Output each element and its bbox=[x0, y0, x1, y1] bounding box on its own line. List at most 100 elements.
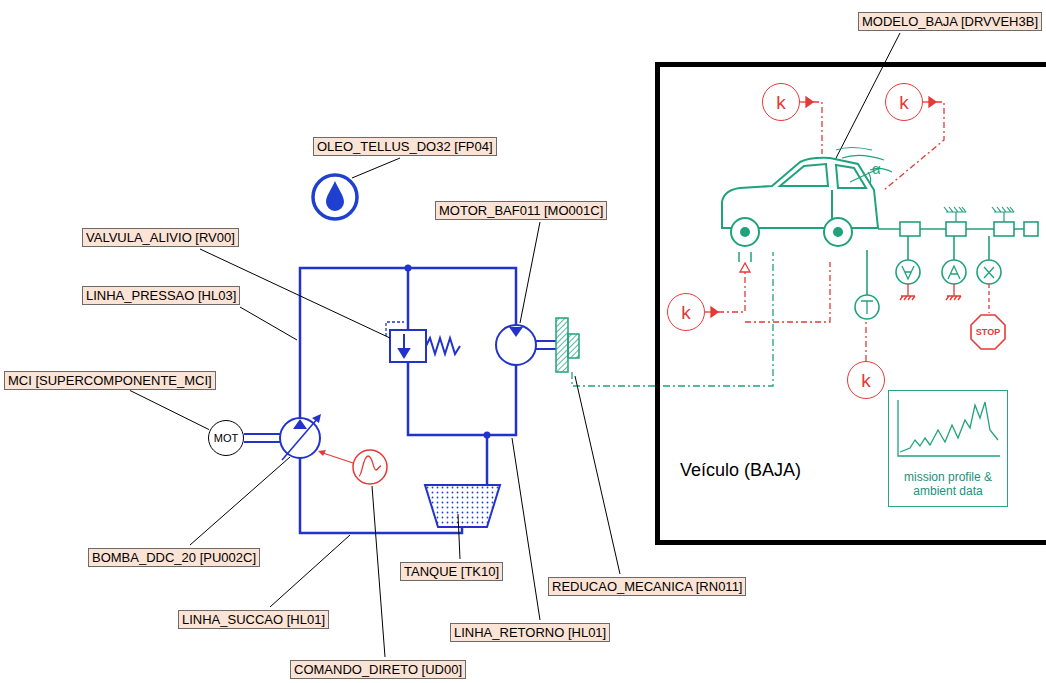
engine-text: MOT bbox=[214, 432, 238, 444]
chart-line bbox=[900, 402, 998, 452]
junction-dot bbox=[484, 432, 491, 439]
tag-text: REDUCAO_MECANICA [RN011] bbox=[552, 579, 742, 594]
signal-arrowhead bbox=[318, 450, 326, 456]
stop-text: STOP bbox=[976, 327, 1000, 337]
component-tag: LINHA_RETORNO [HL01] bbox=[450, 623, 610, 642]
port bbox=[705, 311, 711, 312]
component-tag: LINHA_PRESSAO [HL03] bbox=[82, 286, 240, 305]
variable-pump bbox=[244, 414, 321, 460]
port bbox=[923, 101, 929, 102]
tag-text: VALVULA_ALIVIO [RV00] bbox=[86, 230, 235, 245]
leader-line bbox=[512, 438, 540, 620]
mission-text: mission profile & ambient data bbox=[893, 470, 1003, 498]
engine-symbol: MOT bbox=[208, 420, 244, 456]
tag-text: MCI [SUPERCOMPONENTE_MCI] bbox=[8, 373, 212, 388]
component-tag: MCI [SUPERCOMPONENTE_MCI] bbox=[4, 371, 216, 390]
component-tag: REDUCAO_MECANICA [RN011] bbox=[548, 577, 746, 596]
motor-triangle bbox=[509, 327, 523, 337]
car-window bbox=[780, 164, 828, 186]
tag-text: LINHA_PRESSAO [HL03] bbox=[86, 288, 236, 303]
signal-line bbox=[813, 102, 822, 154]
component-tag: MODELO_BAJA [DRVVEH3B] bbox=[858, 12, 1042, 31]
tag-text: MODELO_BAJA [DRVVEH3B] bbox=[862, 14, 1038, 29]
position-sensor bbox=[977, 260, 1001, 284]
car-symbol bbox=[722, 148, 892, 263]
oil-circle bbox=[313, 175, 357, 219]
signal-lines bbox=[705, 97, 944, 361]
tag-text: BOMBA_DDC_20 [PU002C] bbox=[92, 550, 256, 565]
shaft-link bbox=[572, 252, 773, 386]
chain-node bbox=[900, 222, 920, 236]
component-tag: TANQUE [TK10] bbox=[400, 562, 503, 581]
leader-line bbox=[520, 222, 540, 323]
signal-line bbox=[745, 262, 830, 322]
stop-signal bbox=[988, 284, 989, 313]
constant-source: k bbox=[885, 83, 923, 121]
component-tag: MOTOR_BAF011 [MO001C] bbox=[435, 201, 607, 220]
sensor-glyph bbox=[984, 267, 994, 278]
sensor-glyph bbox=[948, 266, 960, 279]
component-tag: LINHA_SUCCAO [HL01] bbox=[178, 610, 329, 629]
pilot-line bbox=[386, 322, 404, 336]
signal-triangle bbox=[740, 263, 750, 272]
constant-source: k bbox=[847, 361, 885, 399]
tag-text: TANQUE [TK10] bbox=[404, 564, 499, 579]
sensor-chain bbox=[855, 207, 1038, 319]
tag-text: COMANDO_DIRETO [UD00] bbox=[294, 662, 462, 677]
sensor-glyph bbox=[861, 301, 873, 314]
leader-line bbox=[240, 307, 297, 340]
constant-source: k bbox=[762, 83, 800, 121]
leader-line bbox=[575, 376, 620, 574]
leader-line bbox=[372, 486, 385, 657]
leader-line bbox=[352, 158, 400, 178]
acceleration-sensor bbox=[942, 260, 966, 284]
valve-body bbox=[390, 330, 426, 362]
pump-triangle bbox=[293, 419, 307, 429]
sensor-glyph bbox=[902, 266, 914, 279]
vehicle-frame: Veículo (BAJA)kkkkmission profile & ambi… bbox=[655, 62, 1046, 545]
sensor-stem bbox=[908, 236, 989, 260]
mission-chart bbox=[898, 400, 1000, 456]
valve-spring bbox=[426, 338, 460, 354]
component-tag: BOMBA_DDC_20 [PU002C] bbox=[88, 548, 260, 567]
constant-symbol: k bbox=[899, 93, 909, 112]
port-triangle bbox=[929, 97, 936, 107]
tag-text: LINHA_RETORNO [HL01] bbox=[454, 625, 606, 640]
constant-source: k bbox=[667, 293, 705, 331]
chain-node bbox=[946, 222, 966, 236]
valve-arrowhead bbox=[399, 349, 409, 357]
signal-line bbox=[320, 452, 353, 463]
port-triangle bbox=[806, 97, 813, 107]
junction-dot bbox=[405, 265, 412, 272]
component-tag: VALVULA_ALIVIO [RV00] bbox=[82, 228, 239, 247]
tank-return bbox=[486, 435, 489, 485]
motor-circle bbox=[496, 325, 536, 365]
component-tag: OLEO_TELLUS_DO32 [FP04] bbox=[313, 137, 497, 156]
car-wheel bbox=[824, 218, 852, 246]
chart-axes bbox=[898, 400, 1000, 456]
signal-line bbox=[718, 272, 745, 312]
constant-symbol: k bbox=[861, 371, 871, 390]
port-triangle bbox=[711, 307, 718, 317]
leader-line bbox=[458, 514, 460, 559]
gear-wheel bbox=[556, 318, 568, 372]
leader-lines bbox=[190, 33, 900, 657]
valve-inlet bbox=[407, 268, 410, 330]
octagon-shape bbox=[971, 315, 1005, 349]
wheel-hub bbox=[834, 228, 842, 236]
motor-shaft bbox=[536, 341, 556, 349]
oil-icon bbox=[313, 175, 357, 219]
tag-text: MOTOR_BAF011 [MO001C] bbox=[439, 203, 603, 218]
wind-lines bbox=[836, 148, 892, 173]
chain-node bbox=[994, 222, 1014, 236]
red-ground bbox=[946, 284, 961, 300]
hydraulic-pipes bbox=[300, 268, 516, 533]
tank-symbol bbox=[425, 485, 500, 527]
torque-stem bbox=[866, 250, 868, 295]
signal-circle bbox=[353, 450, 387, 484]
wheel-port bbox=[739, 252, 751, 262]
ground-hatch bbox=[944, 207, 966, 222]
mission-profile-box: mission profile & ambient data bbox=[888, 390, 1008, 507]
wheel-hub bbox=[741, 228, 749, 236]
